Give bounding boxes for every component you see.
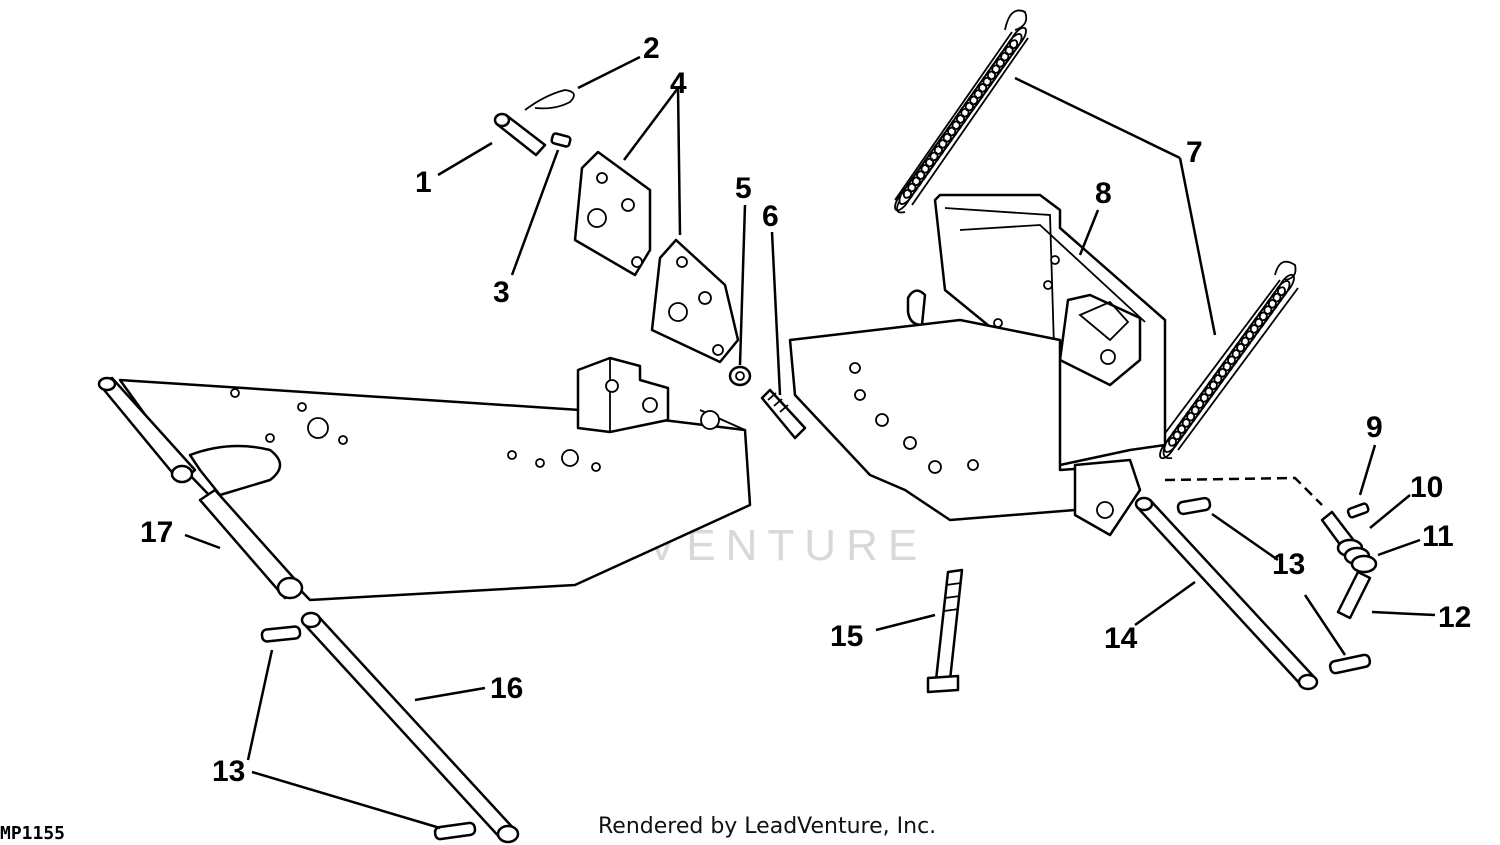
callout-3: 3	[493, 276, 510, 309]
spring-coil	[1168, 424, 1186, 447]
spring-loaded-elbow-pin	[1320, 510, 1378, 620]
spring-coil	[920, 151, 939, 174]
callout-9: 9	[1366, 411, 1383, 444]
spring-coil	[960, 95, 979, 118]
spring-coil	[916, 157, 935, 180]
pivot-tube-assembly	[97, 376, 304, 600]
extension-spring-upper	[894, 9, 1029, 214]
callout-16: 16	[490, 672, 523, 705]
callout-15: 15	[830, 620, 863, 653]
spring-coil	[894, 188, 912, 212]
spring-coil	[1004, 33, 1023, 56]
callout-11: 11	[1422, 520, 1454, 553]
spring-coil	[1000, 39, 1019, 62]
callout-labels: 1 2 3 4 5 6 7 8 9 10 11 12 13 14 15 16 1…	[140, 32, 1471, 788]
spring-coil	[956, 101, 974, 124]
spring-coil	[995, 45, 1014, 68]
clevis-pin	[493, 112, 547, 157]
callout-12: 12	[1438, 601, 1471, 634]
cotter-pin-left-upper	[260, 625, 302, 643]
cotter-pin-right-upper	[1176, 496, 1212, 516]
hex-nut	[728, 365, 752, 387]
spring-coil	[991, 51, 1010, 75]
spring-coil	[933, 132, 952, 156]
mounting-plate-upper	[573, 150, 652, 277]
spring-coil	[964, 89, 983, 112]
spring-coil	[902, 176, 921, 199]
extension-spring-lower	[1159, 260, 1299, 460]
spring-coil	[982, 64, 1001, 87]
right-mount-plate	[788, 318, 1142, 537]
pivot-rod-right	[1134, 496, 1319, 691]
spring-coil	[986, 58, 1005, 81]
spring-coil	[929, 139, 948, 162]
spring-coil	[911, 163, 930, 187]
spring-coil	[938, 126, 957, 149]
spring-coil	[947, 114, 965, 137]
cotter-pin-left-lower	[433, 821, 477, 841]
callout-4: 4	[670, 67, 687, 100]
cotter-pin-right-lower	[1328, 653, 1372, 675]
callout-17: 17	[140, 516, 173, 549]
spring-coil	[969, 82, 988, 106]
retaining-key	[550, 132, 572, 148]
lock-key	[1346, 502, 1370, 519]
callout-1: 1	[415, 166, 432, 199]
figure-code: MP1155	[0, 823, 65, 844]
spring-coil	[978, 70, 996, 93]
compression-spring	[1336, 538, 1378, 574]
credit-text: Rendered by LeadVenture, Inc.	[598, 814, 936, 839]
spring-coil	[925, 145, 943, 168]
callout-13-right: 13	[1272, 548, 1305, 581]
hair-pin-clip	[524, 89, 575, 111]
spring-coil	[973, 76, 992, 99]
spring-coil	[951, 107, 970, 131]
pivot-rod-left	[300, 611, 520, 844]
callout-8: 8	[1095, 177, 1112, 210]
callout-7: 7	[1186, 136, 1203, 169]
hex-bolt	[760, 388, 807, 440]
spring-coil	[898, 182, 917, 205]
left-plate-bracket	[576, 356, 670, 434]
spring-coil	[1009, 26, 1027, 50]
mower-hitch-bracket	[906, 193, 1167, 467]
left-frame-plate	[118, 378, 752, 602]
leader-lines	[184, 55, 1436, 830]
mounting-plate-lower	[650, 238, 740, 364]
carriage-bolt	[926, 568, 964, 694]
callout-5: 5	[735, 172, 752, 205]
spring-coil	[942, 120, 961, 143]
callout-10: 10	[1410, 471, 1443, 504]
callout-13-left: 13	[212, 755, 245, 788]
spring-coil	[1163, 430, 1182, 453]
callout-6: 6	[762, 200, 779, 233]
spring-coil	[907, 170, 926, 193]
callout-14: 14	[1104, 622, 1138, 655]
callout-2: 2	[643, 32, 660, 65]
